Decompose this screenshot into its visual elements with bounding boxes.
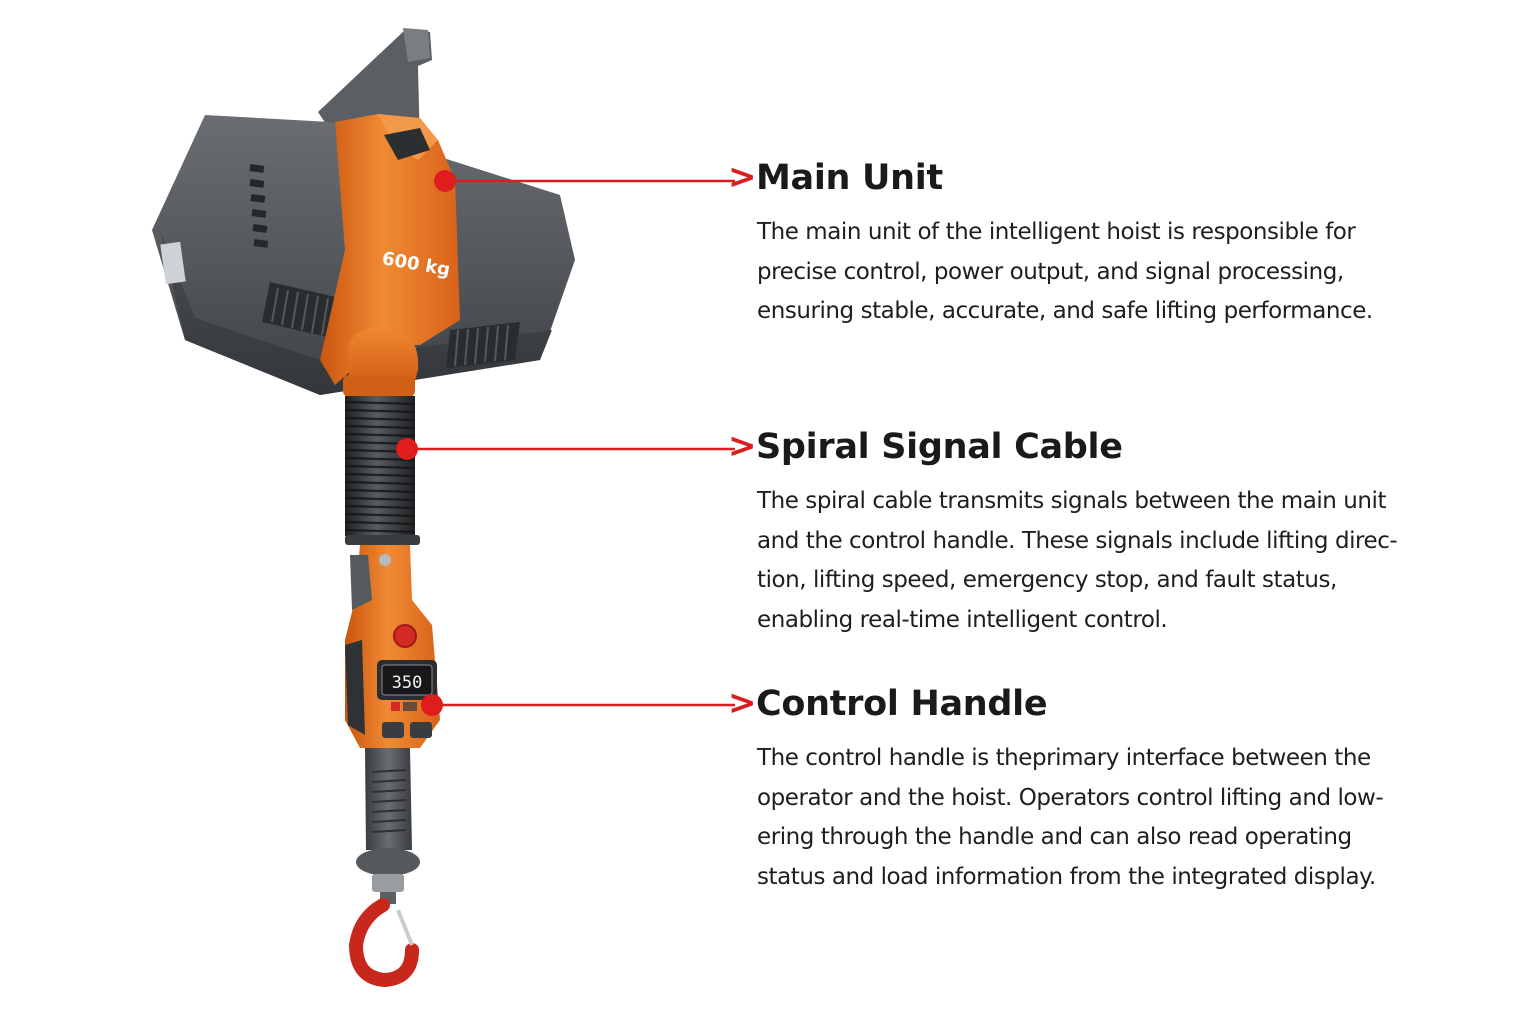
description-line: The main unit of the intelligent hoist i…: [757, 219, 1356, 245]
main-unit-orange-band: 600 kg: [320, 114, 460, 385]
callout-leaders: [396, 170, 735, 716]
description-line: precise control, power output, and signa…: [757, 258, 1344, 285]
display-reading: 350: [392, 673, 423, 693]
chevron-right-icon: >: [728, 426, 757, 466]
raise-button[interactable]: [410, 722, 432, 738]
control-handle: 350: [345, 545, 440, 904]
callout-title: Spiral Signal Cable: [756, 426, 1123, 467]
description-line: operator and the hoist. Operators contro…: [757, 784, 1384, 811]
description-line: status and load information from the int…: [757, 863, 1376, 890]
callout-control-handle: > Control Handle The control handle is t…: [728, 681, 1437, 897]
callout-title: Main Unit: [756, 157, 943, 198]
swivel-neck: [343, 328, 419, 398]
description-line: enabling real-time intelligent control.: [757, 606, 1168, 633]
marker-dot-spiral-cable: [396, 438, 418, 460]
load-display: [381, 664, 433, 696]
marker-dot-control-handle: [421, 694, 443, 716]
callout-main-unit: > Main Unit The main unit of the intelli…: [728, 155, 1437, 332]
chevron-right-icon: >: [728, 157, 757, 197]
callout-description: The main unit of the intelligent hoist i…: [757, 213, 1437, 332]
description-line: The control handle is theprimary interfa…: [757, 745, 1371, 771]
emergency-stop-button[interactable]: [393, 624, 417, 648]
description-line: ensuring stable, accurate, and safe lift…: [757, 298, 1373, 324]
callout-title: Control Handle: [756, 683, 1048, 724]
chevron-right-icon: >: [728, 683, 757, 723]
description-line: tion, lifting speed, emergency stop, and…: [757, 567, 1337, 593]
lower-button[interactable]: [382, 722, 404, 738]
lifting-hook: [348, 898, 419, 988]
spiral-signal-cable: [344, 396, 420, 545]
callout-description: The spiral cable transmits signals betwe…: [757, 482, 1437, 640]
callout-spiral-signal-cable: > Spiral Signal Cable The spiral cable t…: [728, 424, 1437, 640]
marker-dot-main-unit: [434, 170, 456, 192]
description-line: The spiral cable transmits signals betwe…: [757, 488, 1387, 514]
description-line: and the control handle. These signals in…: [757, 527, 1398, 554]
description-line: ering through the handle and can also re…: [757, 824, 1352, 850]
callout-description: The control handle is theprimary interfa…: [757, 739, 1437, 897]
